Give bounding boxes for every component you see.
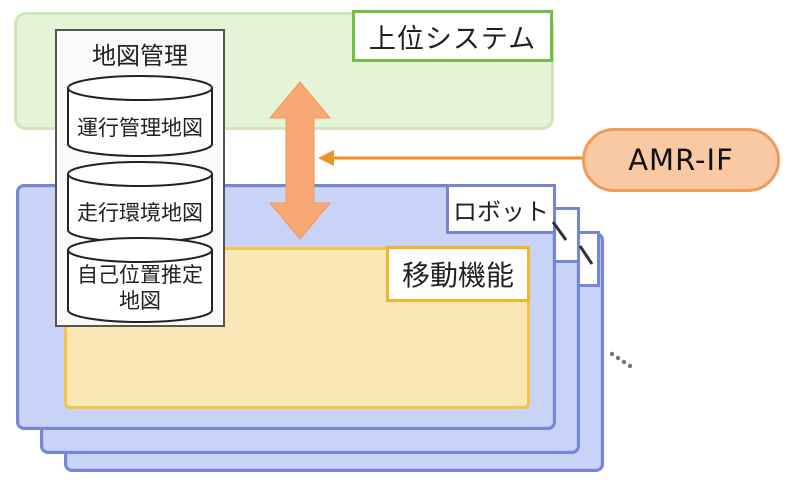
continuation-dot bbox=[627, 363, 633, 369]
movement-function-label: 移動機能 bbox=[386, 246, 530, 302]
continuation-dot bbox=[621, 359, 627, 365]
map-database-1: 運行管理地図 bbox=[66, 74, 214, 158]
map-label-localization-line2: 地図 bbox=[119, 289, 161, 313]
map-database-2: 走行環境地図 bbox=[66, 160, 214, 244]
continuation-dot bbox=[615, 355, 621, 361]
database-cylinder-icon bbox=[67, 237, 213, 323]
map-label-operation: 運行管理地図 bbox=[77, 116, 203, 140]
map-label-localization-line1: 自己位置推定 bbox=[77, 263, 203, 287]
database-cylinder-icon bbox=[67, 75, 213, 157]
map-database-3: 自己位置推定 地図 bbox=[66, 236, 214, 324]
interface-arrow-head bbox=[318, 150, 334, 166]
amr-interface-label: AMR-IF bbox=[582, 128, 780, 192]
map-label-driving-environment: 走行環境地図 bbox=[77, 201, 203, 225]
upper-system-label: 上位システム bbox=[352, 10, 553, 62]
continuation-dot bbox=[609, 351, 615, 357]
robot-label: ロボット bbox=[446, 184, 556, 234]
map-management-title: 地図管理 bbox=[92, 42, 188, 70]
database-cylinder-icon bbox=[67, 161, 213, 243]
